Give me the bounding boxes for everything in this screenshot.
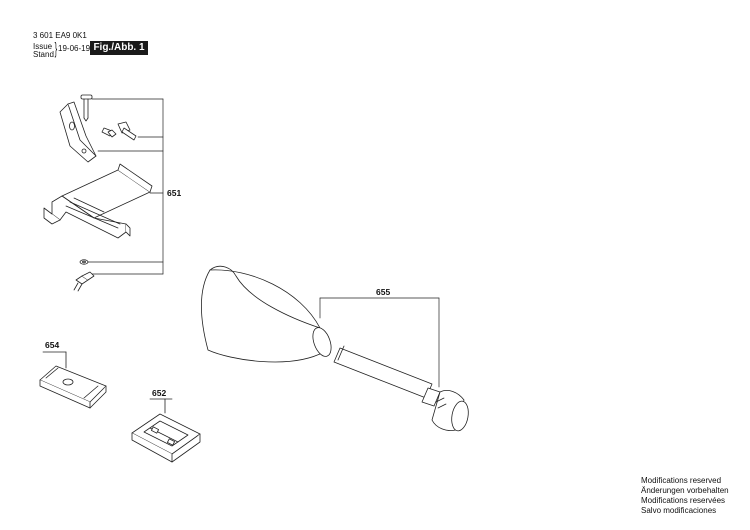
stand-label: Stand bbox=[33, 50, 54, 59]
wing-screw bbox=[101, 121, 137, 141]
leader-651-bracket bbox=[87, 98, 164, 275]
angle-bracket bbox=[59, 101, 97, 163]
part-number-651: 651 bbox=[167, 188, 182, 198]
part-number-652: 652 bbox=[152, 388, 167, 398]
notice-line-es: Salvo modificaciones bbox=[641, 506, 717, 515]
modifications-notice: Modifications reserved Änderungen vorbeh… bbox=[641, 476, 729, 516]
washer-and-screw bbox=[73, 259, 95, 292]
issue-label: Issue bbox=[33, 42, 53, 51]
part-652-cover bbox=[131, 398, 201, 463]
screw-top bbox=[80, 94, 93, 122]
part-number-655: 655 bbox=[376, 287, 391, 297]
notice-line-en: Modifications reserved bbox=[641, 476, 722, 485]
part-654-insert bbox=[39, 351, 107, 409]
notice-line-de: Änderungen vorbehalten bbox=[641, 486, 729, 495]
brace-glyph: } bbox=[54, 39, 58, 58]
document-number: 3 601 EA9 0K1 bbox=[33, 31, 87, 40]
part-655-extraction bbox=[201, 265, 469, 432]
guide-plate bbox=[43, 163, 153, 239]
part-number-654: 654 bbox=[45, 340, 60, 350]
figure-badge: Fig./Abb. 1 bbox=[90, 41, 148, 55]
issue-date: 19-06-19 bbox=[58, 44, 91, 53]
notice-line-fr: Modifications reservées bbox=[641, 496, 726, 505]
